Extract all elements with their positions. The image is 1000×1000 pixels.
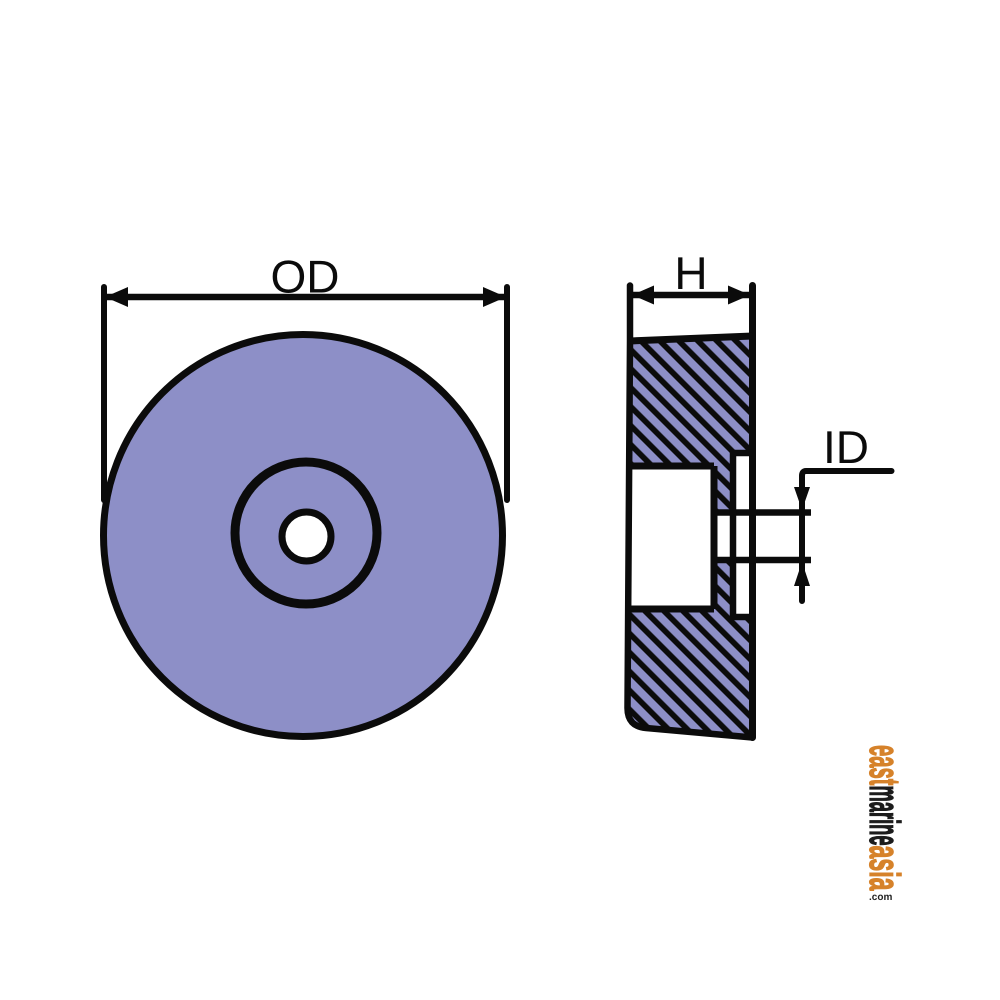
svg-text:east: east <box>860 745 908 786</box>
svg-text:asia: asia <box>860 846 908 892</box>
svg-text:marine: marine <box>860 786 908 846</box>
svg-text:H: H <box>674 247 707 299</box>
svg-text:ID: ID <box>823 421 869 473</box>
svg-text:OD: OD <box>271 251 340 303</box>
svg-text:.com: .com <box>869 892 892 903</box>
